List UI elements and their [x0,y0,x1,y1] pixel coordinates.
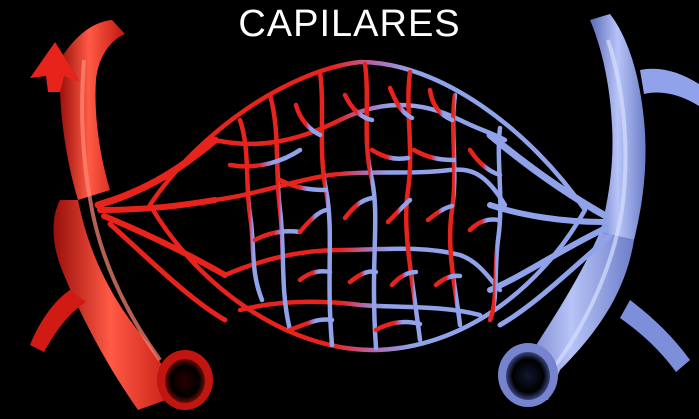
vein-upper-right-branch [640,69,699,106]
capillary-network [150,62,585,350]
artery-lumen [165,359,205,403]
vein-lumen [506,352,550,400]
arteriole-feeders [98,140,225,320]
vein-lower-right-branch [620,300,690,372]
artery-upper-segment [60,20,125,200]
artery [30,20,213,410]
artery-lower-branch [30,290,86,352]
vein-upper-segment [590,14,646,240]
